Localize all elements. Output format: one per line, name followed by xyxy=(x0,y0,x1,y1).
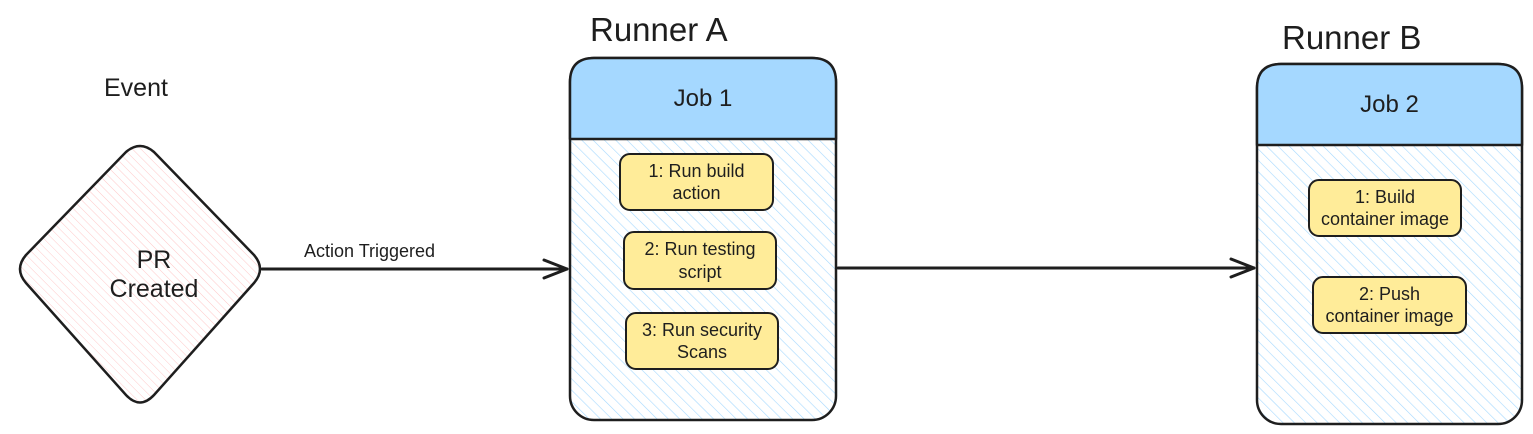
job-1-title: Job 1 xyxy=(673,84,733,112)
step-b-1-label: 1: Build container image xyxy=(1320,186,1450,230)
action-triggered-label: Action Triggered xyxy=(304,241,436,261)
job-handoff-arrow[interactable] xyxy=(836,257,1256,279)
step-b-2-label: 2: Push container image xyxy=(1325,283,1454,327)
step-box-a-1[interactable] xyxy=(619,153,774,211)
event-diamond[interactable] xyxy=(18,144,262,404)
runner-b-title: Runner B xyxy=(1282,19,1422,56)
job-2-title: Job 2 xyxy=(1360,90,1419,118)
step-a-1-label: 1: Run build action xyxy=(648,160,745,204)
step-box-a-3[interactable] xyxy=(625,312,779,370)
job-1-header[interactable] xyxy=(568,56,838,141)
event-label: Event xyxy=(104,74,168,102)
step-a-2-label: 2: Run testing script xyxy=(644,239,756,282)
step-box-b-2[interactable] xyxy=(1312,276,1467,334)
runner-a-title: Runner A xyxy=(590,11,728,48)
job-2-header[interactable] xyxy=(1255,62,1524,147)
step-a-3-label: 3: Run security Scans xyxy=(641,319,763,363)
event-node-text: PR Created xyxy=(109,246,199,303)
step-box-b-1[interactable] xyxy=(1308,179,1462,237)
step-box-a-2[interactable] xyxy=(623,231,777,290)
action-triggered-arrow[interactable] xyxy=(260,258,569,280)
